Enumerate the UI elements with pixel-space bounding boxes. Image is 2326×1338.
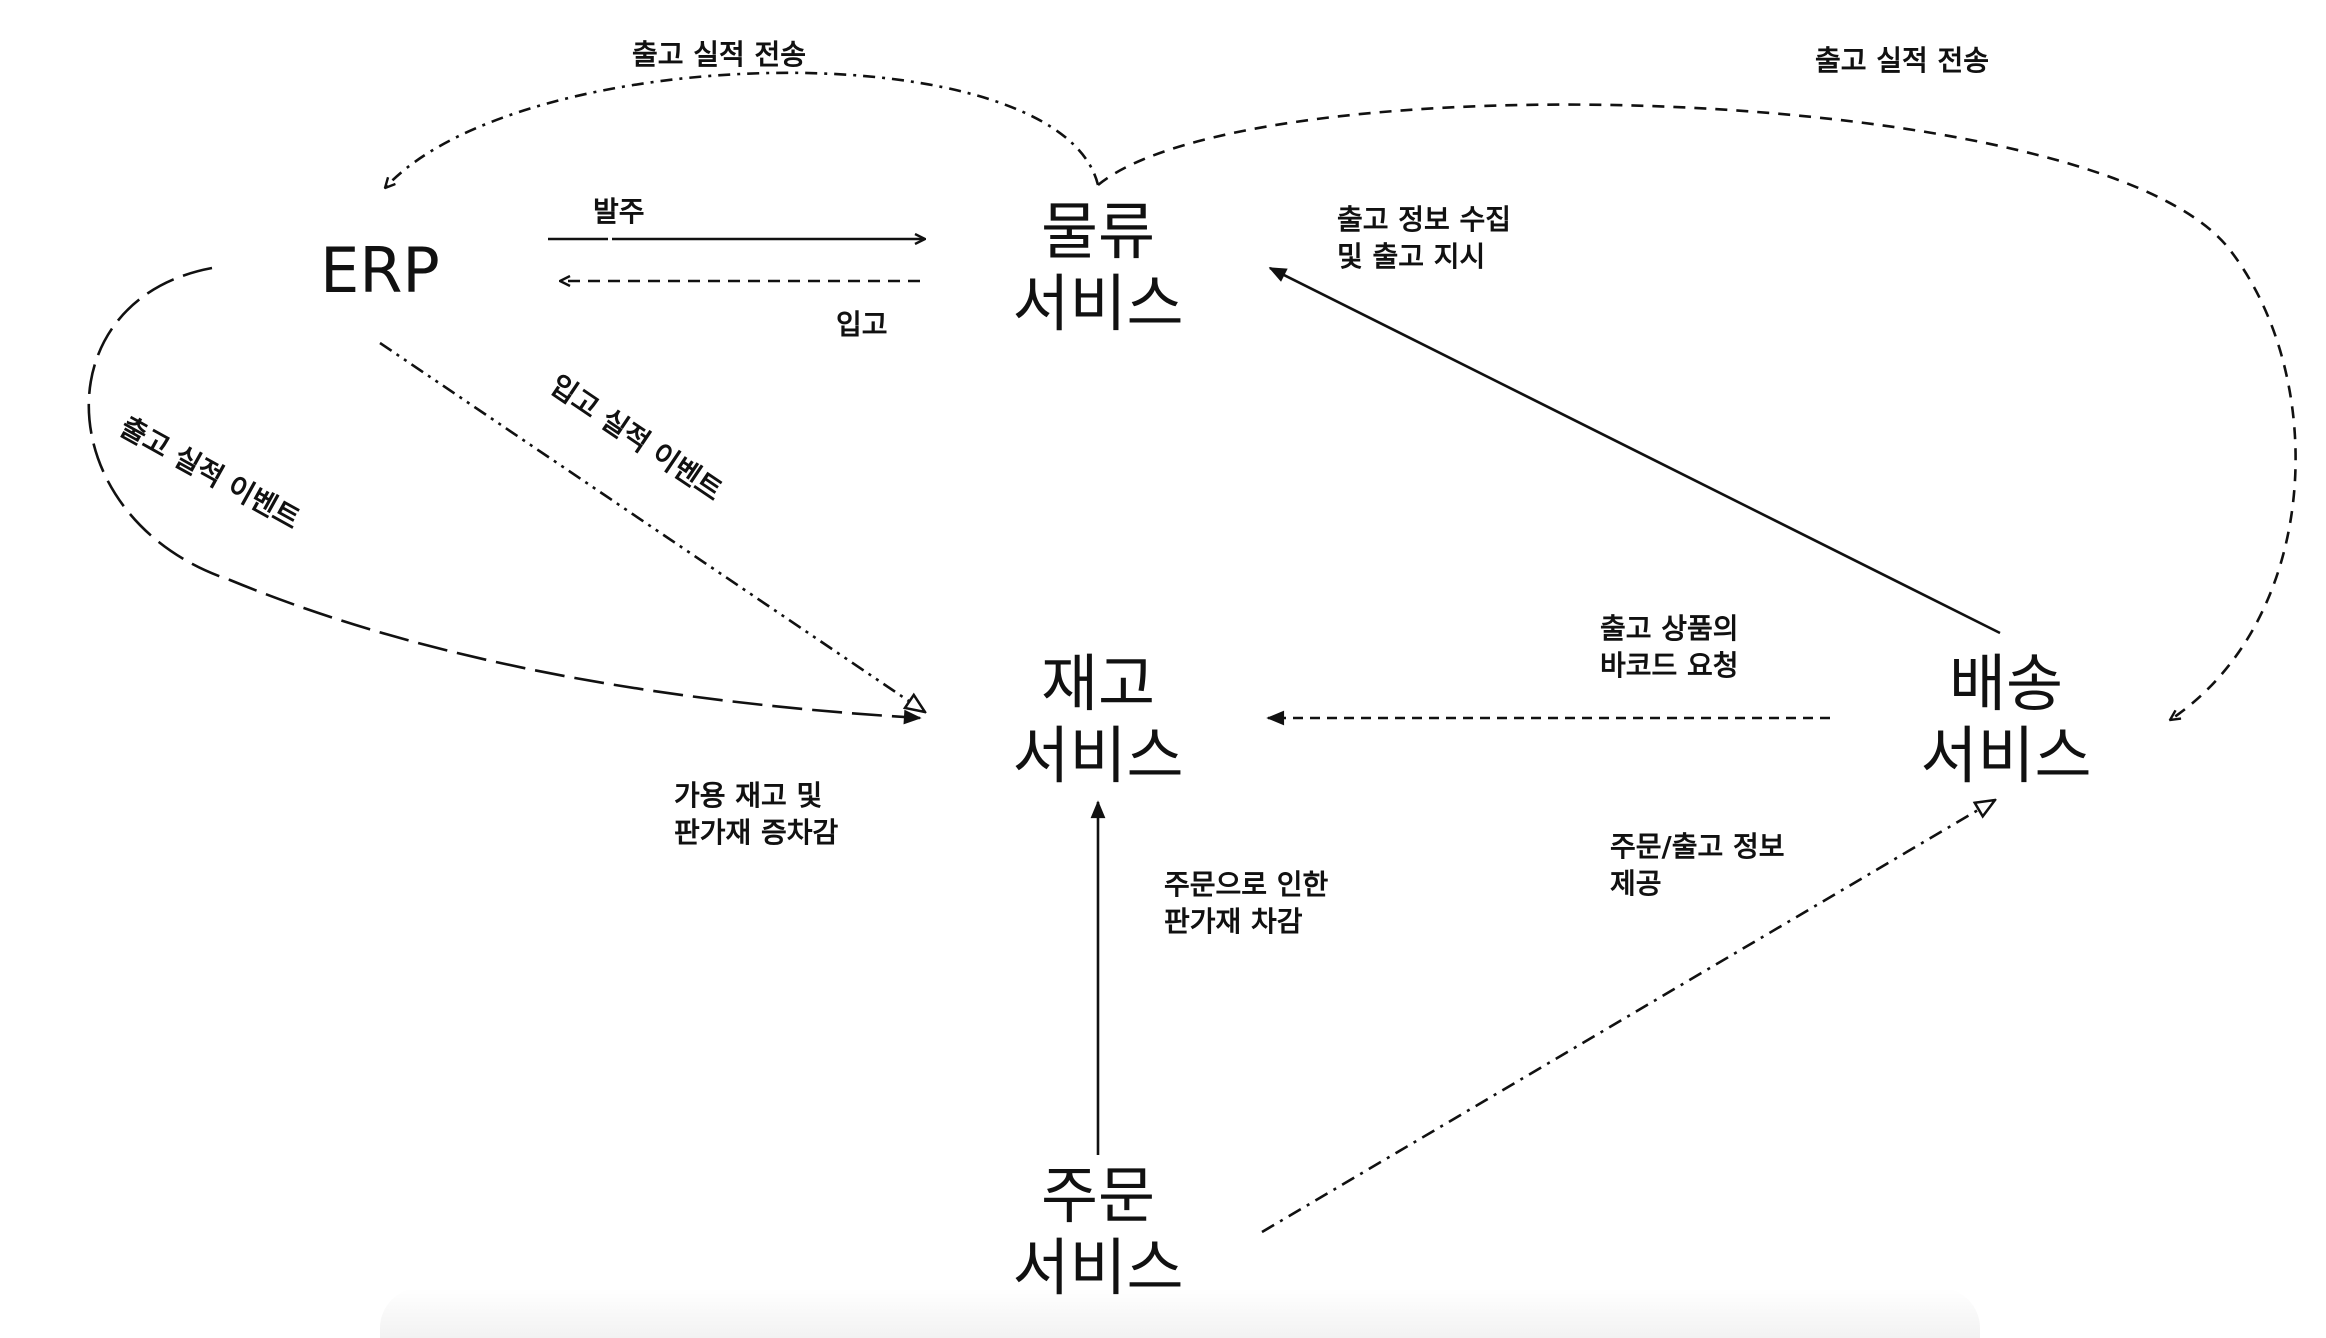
label-barcode-request: 출고 상품의 바코드 요청 bbox=[1600, 612, 1739, 682]
node-inventory-line1: 재고 bbox=[1041, 647, 1155, 720]
node-inventory-service: 재고 서비스 bbox=[1012, 647, 1183, 792]
edge-erp-to-inventory-receive-event bbox=[379, 341, 925, 712]
label-ship-event: 출고 실적 이벤트 bbox=[115, 410, 306, 536]
label-ship-info-line1: 출고 정보 수집 bbox=[1337, 203, 1511, 236]
node-delivery-service: 배송 서비스 bbox=[1920, 647, 2091, 792]
edge-logistics-to-delivery-shipment bbox=[1097, 103, 2297, 720]
label-order-deduct-line1: 주문으로 인한 bbox=[1164, 868, 1329, 901]
label-available-stock-line1: 가용 재고 및 bbox=[674, 779, 822, 812]
label-receive-event: 입고 실적 이벤트 bbox=[544, 368, 728, 507]
edge-logistics-to-erp-shipment bbox=[385, 71, 1100, 188]
node-delivery-line1: 배송 bbox=[1949, 647, 2063, 720]
node-inventory-line2: 서비스 bbox=[1012, 719, 1183, 792]
label-available-stock: 가용 재고 및 판가재 증차감 bbox=[674, 779, 839, 849]
edge-order-to-delivery-info bbox=[1261, 800, 1995, 1234]
node-logistics-line2: 서비스 bbox=[1012, 267, 1183, 340]
label-order-ship-info-line1: 주문/출고 정보 bbox=[1610, 830, 1785, 863]
label-ship-result-left: 출고 실적 전송 bbox=[632, 38, 806, 71]
label-order-deduct: 주문으로 인한 판가재 차감 bbox=[1164, 868, 1329, 938]
node-order-service: 주문 서비스 bbox=[1012, 1159, 1183, 1304]
node-logistics-line1: 물류 bbox=[1041, 195, 1155, 268]
node-order-line2: 서비스 bbox=[1012, 1231, 1183, 1304]
label-barcode-request-line2: 바코드 요청 bbox=[1600, 649, 1739, 682]
label-purchase-order: 발주 bbox=[593, 195, 645, 228]
node-logistics-service: 물류 서비스 bbox=[1012, 195, 1183, 340]
label-available-stock-line2: 판가재 증차감 bbox=[674, 816, 839, 849]
node-erp: ERP bbox=[320, 234, 440, 307]
label-barcode-request-line1: 출고 상품의 bbox=[1600, 612, 1739, 645]
bottom-shadow bbox=[380, 1288, 1980, 1338]
edge-delivery-to-logistics-info bbox=[1270, 266, 2001, 635]
label-order-deduct-line2: 판가재 차감 bbox=[1164, 905, 1303, 938]
label-ship-info-line2: 및 출고 지시 bbox=[1337, 240, 1485, 273]
edge-erp-to-inventory-ship-event bbox=[87, 266, 920, 718]
node-delivery-line2: 서비스 bbox=[1920, 719, 2091, 792]
label-ship-info: 출고 정보 수집 및 출고 지시 bbox=[1337, 203, 1511, 273]
node-order-line1: 주문 bbox=[1041, 1159, 1155, 1232]
label-ship-result-right: 출고 실적 전송 bbox=[1815, 44, 1989, 77]
label-receiving: 입고 bbox=[836, 308, 888, 341]
label-order-ship-info-line2: 제공 bbox=[1610, 867, 1662, 900]
label-order-ship-info: 주문/출고 정보 제공 bbox=[1610, 830, 1785, 900]
